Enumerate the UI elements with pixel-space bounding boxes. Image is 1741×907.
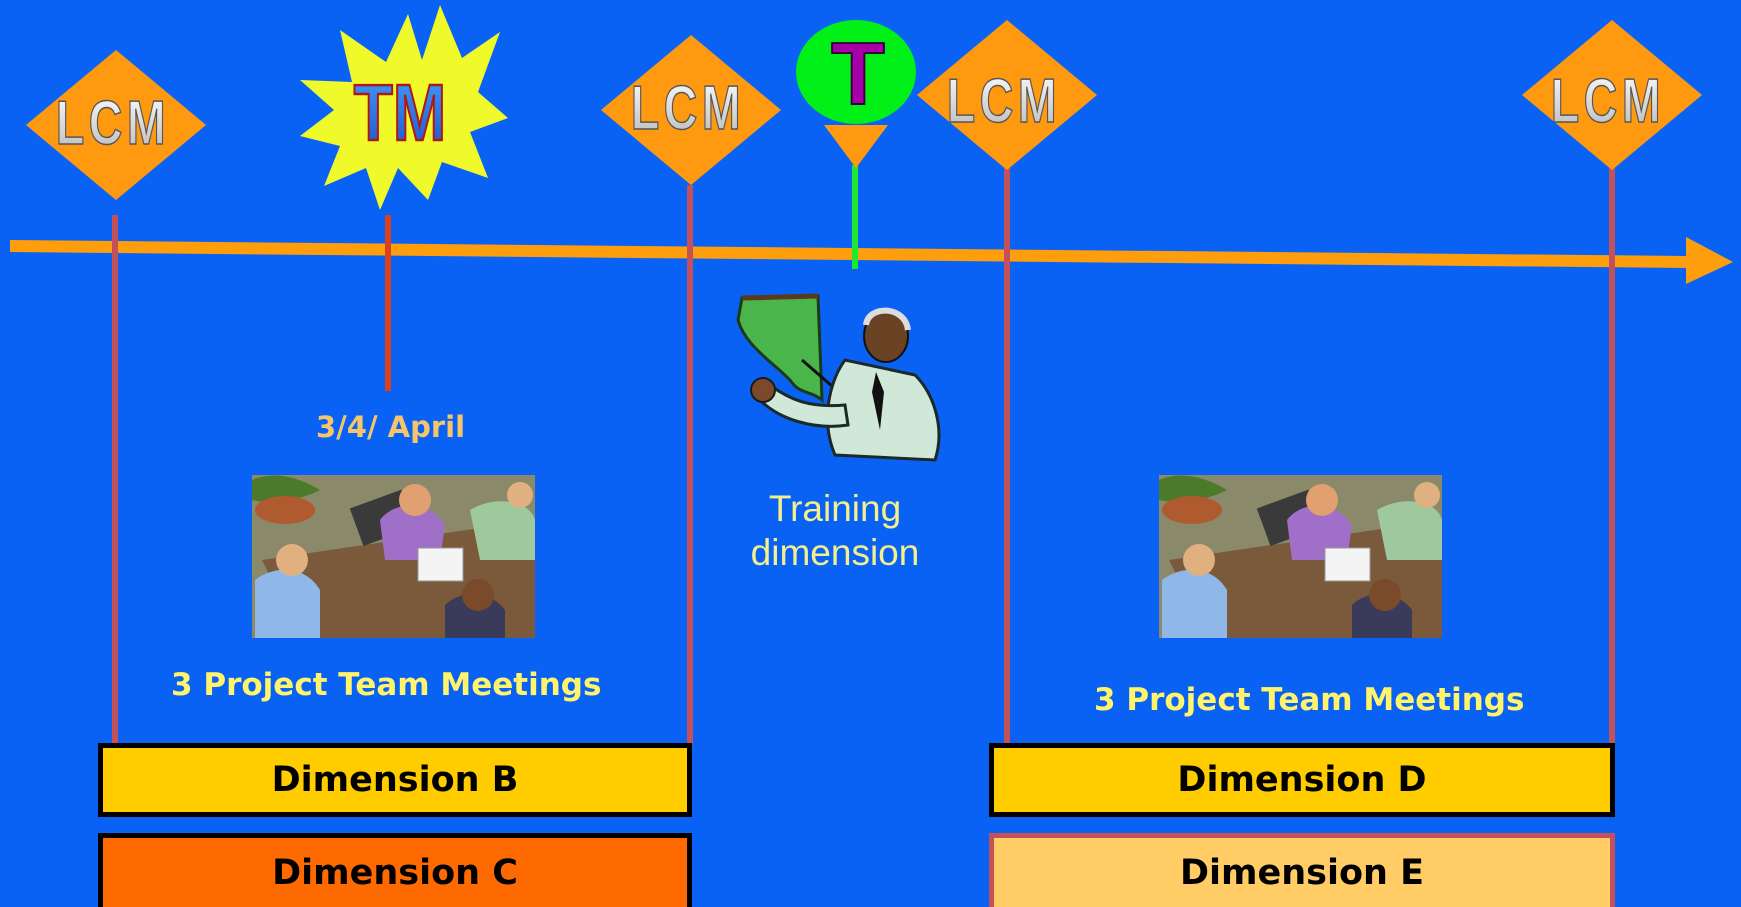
lcm-diamond-icon: LCM xyxy=(917,20,1097,170)
lcm-diamond-icon: LCM xyxy=(601,35,781,185)
lcm-label: LCM xyxy=(631,72,745,142)
dimension-d-label: Dimension D xyxy=(1177,760,1427,800)
tm-starburst-icon: TM xyxy=(300,5,508,210)
presenter-clipart-icon xyxy=(736,293,941,462)
tm-date-label: 3/4/ April xyxy=(316,410,466,444)
milestone-lines xyxy=(112,165,1615,745)
lcm-label: LCM xyxy=(56,87,170,157)
dimension-c-label: Dimension C xyxy=(272,852,518,893)
dimension-b-label: Dimension B xyxy=(271,760,519,800)
training-line-2: dimension xyxy=(750,532,920,573)
dimension-d-box: Dimension D xyxy=(989,743,1615,817)
lcm-diamond-icon: LCM xyxy=(1522,20,1702,170)
tm-label: TM xyxy=(354,68,446,157)
dimension-e-label: Dimension E xyxy=(1179,852,1425,893)
meetings-label-left: 3 Project Team Meetings xyxy=(171,667,602,703)
dimension-b-box: Dimension B xyxy=(98,743,692,817)
lcm-diamond-icon: LCM xyxy=(26,50,206,200)
dimension-e-box: Dimension E xyxy=(989,833,1615,907)
meeting-clipart-icon xyxy=(1159,475,1442,638)
meetings-label-right: 3 Project Team Meetings xyxy=(1094,682,1525,718)
t-label: T xyxy=(831,24,885,123)
lcm-label: LCM xyxy=(1551,65,1665,135)
timeline-arrow xyxy=(10,237,1733,284)
meeting-clipart-icon xyxy=(252,475,535,638)
training-line-1: Training xyxy=(768,488,902,529)
lcm-label: LCM xyxy=(947,65,1061,135)
dimension-c-box: Dimension C xyxy=(98,833,692,907)
training-dimension-label: Training dimension xyxy=(730,487,940,575)
t-pin-icon: T xyxy=(796,20,916,168)
